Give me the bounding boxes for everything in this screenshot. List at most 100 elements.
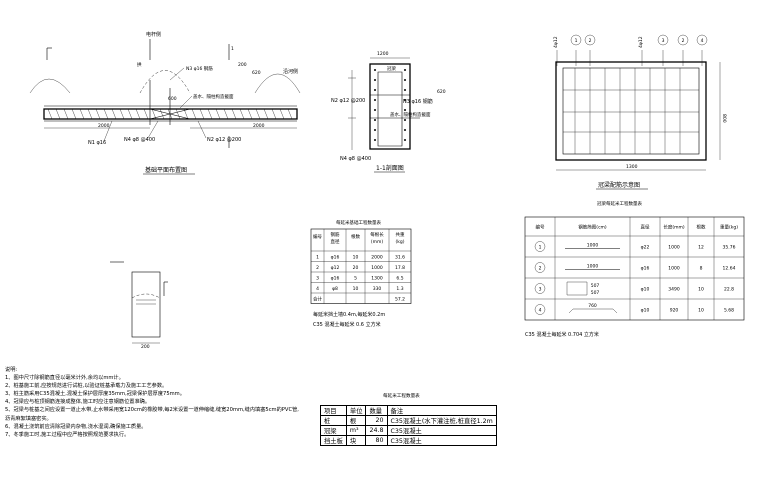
table2-cell: 22.8 xyxy=(724,287,734,293)
table1-border xyxy=(310,228,412,304)
rebar-dots xyxy=(374,69,406,141)
table2-cell: 10 xyxy=(698,287,704,293)
pile-detail: 200 xyxy=(110,261,168,350)
callout-label: 4 xyxy=(701,38,704,44)
table-cell: C35混凝土 xyxy=(386,435,497,446)
table2-cell: 1000 xyxy=(587,243,599,249)
table2-cell: 5.68 xyxy=(724,308,734,314)
table2-cell: 12 xyxy=(698,245,704,251)
table1-cell: 20 xyxy=(353,265,359,271)
table1-cell: 31.6 xyxy=(395,254,405,260)
note-line: 3、桩主筋采用C35混凝土,混凝土保护层厚度35mm,冠梁保护层厚度75mm。 xyxy=(5,391,185,398)
label-guanshui: 冠梁 xyxy=(387,65,396,72)
table2-note: C35 混凝土每延米 0.704 立方米 xyxy=(525,331,599,338)
table-cell: 冠梁 xyxy=(320,425,347,436)
table1-header: 根数 xyxy=(351,233,360,240)
section-drawing: 1200 N2 φ12 @200 冠梁 N3 φ16 钢筋 盖水、隔柱构造截面 … xyxy=(331,51,446,173)
table1-cell: 10 xyxy=(353,254,359,260)
table-cell: 项目 xyxy=(320,405,347,416)
note-line: 7、冬季施工时,施工过程中应严格按照规范要求执行。 xyxy=(5,431,130,438)
table1-header: 直径 xyxy=(331,238,340,245)
label-river-side: 沿河侧 xyxy=(283,68,298,75)
table2-header: 钢筋简图(cm) xyxy=(578,224,607,231)
table3-title: 每延米工程数量表 xyxy=(383,394,420,399)
table1-header: (kg) xyxy=(396,239,405,245)
cap-beam-title: 冠梁配筋示意图 xyxy=(598,181,640,189)
table2-cell: φ10 xyxy=(641,308,650,314)
label-cover-section: 盖水、隔柱构造截面 xyxy=(193,93,234,100)
rebar-shape xyxy=(568,308,618,314)
dim-800: 800 xyxy=(721,114,727,123)
table1-cell: φ12 xyxy=(331,265,340,271)
label-n4: N4 φ8 @400 xyxy=(124,137,155,143)
note-line: 6、混凝土浇筑前应清除冠梁内杂物,浇水湿润,确保施工质量。 xyxy=(5,423,147,430)
table2-cell: φ16 xyxy=(641,266,650,272)
table1-cell: 10 xyxy=(353,286,359,292)
table1-cell: φ16 xyxy=(331,275,340,281)
note-line: 2、桩基施工前,应按规范进行试桩,以验证桩基承载力及施工工艺参数。 xyxy=(5,383,168,390)
label-n4-section: N4 φ8 @400 xyxy=(340,156,371,162)
rebar-shape xyxy=(566,281,588,296)
label-n3-section: N3 φ16 钢筋 xyxy=(403,98,433,105)
callout-circle xyxy=(584,34,596,46)
dim-2000-left: 2000 xyxy=(98,123,110,129)
cap-beam-rebar xyxy=(563,68,699,154)
table1-title: 每延米基础工程数量表 xyxy=(336,219,381,226)
table1-cell: 1 xyxy=(316,254,319,260)
label-cover-section-2: 盖水、隔柱构造截面 xyxy=(390,111,431,118)
table2-title: 冠梁每延米工程数量表 xyxy=(597,200,642,207)
table2-cell: 4 xyxy=(539,308,542,314)
table1-cell: 17.8 xyxy=(395,265,405,271)
table2-header: 重量(kg) xyxy=(720,224,738,231)
table2-header: 直径 xyxy=(641,224,650,231)
table1-cell: 合计 xyxy=(313,295,322,302)
table2-cell: 1 xyxy=(539,245,542,251)
dim-1200: 1200 xyxy=(377,51,389,57)
table1-cell: 330 xyxy=(373,286,382,292)
note-line: 沥青麻絮填塞密实。 xyxy=(5,415,52,422)
section-mark-1: 1 xyxy=(231,46,234,52)
label-n2-section: N2 φ12 @200 xyxy=(331,98,365,104)
table-row: 冠梁 m³ 24.8 C35混凝土 xyxy=(320,425,497,436)
table2-index-circle xyxy=(534,304,546,315)
table2-border xyxy=(524,216,745,321)
table2-cell: φ22 xyxy=(641,245,650,251)
table2-cell: 3490 xyxy=(668,287,680,293)
table-row: 项目 单位 数量 备注 xyxy=(320,405,497,416)
table-cell: 24.8 xyxy=(365,425,388,436)
section-title: 1-1剖面图 xyxy=(376,164,404,172)
table-cell: 根 xyxy=(345,415,367,426)
table2-cell: 507 xyxy=(591,290,600,296)
table2-index-circle xyxy=(534,262,546,273)
dim-620-section: 620 xyxy=(437,89,446,95)
table1-header: (mm) xyxy=(371,239,384,245)
table-cell: 20 xyxy=(365,415,388,426)
table1-note1: 每延米挡土墙0.4m,每延米0.2m xyxy=(313,311,385,318)
table1-cell: 3 xyxy=(316,275,319,281)
table1-cell: 2000 xyxy=(371,254,383,260)
table-row: 桩 根 20 C35混凝土(水下灌注桩,桩直径1.2m xyxy=(320,415,497,426)
table1-cell: 57.2 xyxy=(395,296,405,302)
table1-cell: φ16 xyxy=(331,254,340,260)
table2-cell: 1000 xyxy=(668,245,680,251)
callout-circle xyxy=(657,34,669,46)
table1-header: 钢筋 xyxy=(331,231,340,238)
table1-cell: 1.3 xyxy=(396,286,403,292)
plan-title: 基础平面布置图 xyxy=(145,166,187,174)
table2-cell: 760 xyxy=(588,303,597,309)
table1-cell: 5 xyxy=(354,275,357,281)
rebar-hatch xyxy=(47,108,293,120)
table2-header: 编号 xyxy=(536,224,545,231)
label-n1: N1 φ16 xyxy=(88,140,106,146)
table-row: 挡土板 块 80 C35混凝土 xyxy=(320,435,497,446)
label-electric-pole-side: 电杆侧 xyxy=(146,31,161,38)
callout-label: 1 xyxy=(575,38,578,44)
table1-cell: φ8 xyxy=(332,286,338,292)
table-cell: C35混凝土(水下灌注桩,桩直径1.2m xyxy=(386,415,497,426)
design-notes: 说明: 1、图中尺寸除钢筋直径以毫米计外,余均以mm计。 2、桩基施工前,应按规… xyxy=(5,366,305,439)
note-line: 4、冠梁应与桩顶钢筋连接成整体,施工时应注意钢筋位置准确。 xyxy=(5,399,151,406)
callout-circle xyxy=(570,34,582,46)
callout-label: 2 xyxy=(682,38,685,44)
quantity-table: 项目 单位 数量 备注 桩 根 20 C35混凝土(水下灌注桩,桩直径1.2m … xyxy=(320,405,497,446)
